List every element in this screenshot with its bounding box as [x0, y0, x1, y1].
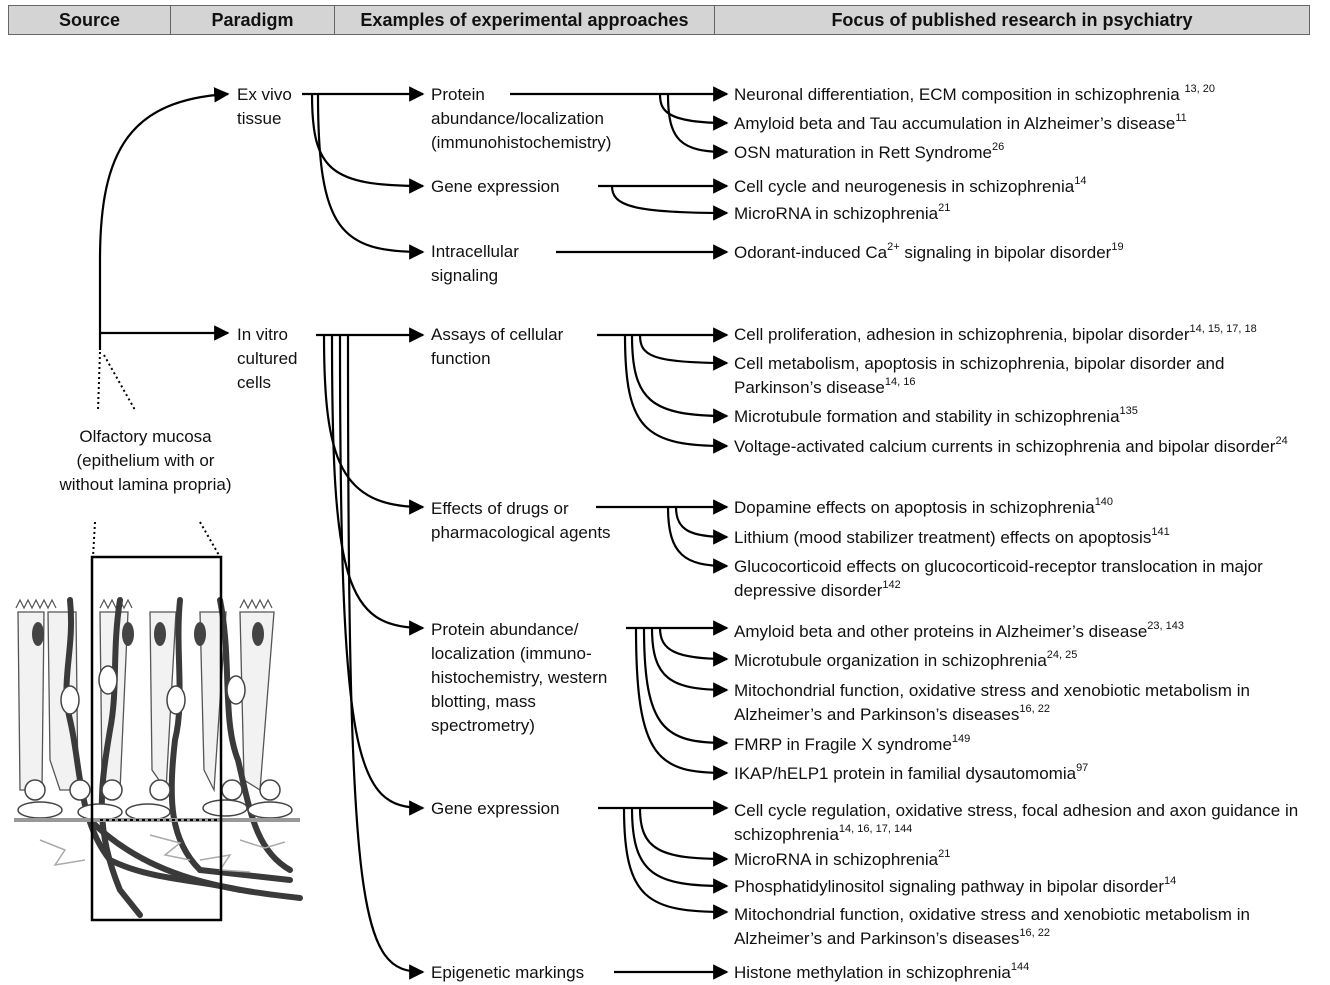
- focus-item: Neuronal differentiation, ECM compositio…: [734, 83, 1216, 104]
- focus-item: Dopamine effects on apoptosis in schizop…: [734, 496, 1114, 517]
- focus-item: IKAP/hELP1 protein in familial dysautomo…: [734, 762, 1089, 783]
- focus-item: MicroRNA in schizophrenia21: [734, 848, 951, 869]
- olfactory-epithelium-illustration: [14, 555, 303, 922]
- header-focus: Focus of published research in psychiatr…: [831, 9, 1193, 30]
- focus-item: Lithium (mood stabilizer treatment) effe…: [734, 526, 1170, 547]
- focus-item: Glucocorticoid effects on glucocorticoid…: [734, 557, 1263, 600]
- approach-ev-signaling: Intracellular signaling: [431, 242, 519, 285]
- focus-item: Cell metabolism, apoptosis in schizophre…: [734, 354, 1225, 397]
- focus-item: Mitochondrial function, oxidative stress…: [734, 905, 1250, 948]
- focus-item: FMRP in Fragile X syndrome149: [734, 733, 971, 754]
- paradigm-ex-vivo: Ex vivo tissue: [237, 85, 292, 128]
- approach-ev-protein: Protein abundance/localization (immunohi…: [431, 85, 612, 152]
- focus-item: Microtubule formation and stability in s…: [734, 405, 1138, 426]
- focus-item: Amyloid beta and other proteins in Alzhe…: [734, 620, 1184, 641]
- focus-item: OSN maturation in Rett Syndrome26: [734, 141, 1005, 162]
- focus-item: Microtubule organization in schizophreni…: [734, 649, 1078, 670]
- header-approaches: Examples of experimental approaches: [335, 6, 715, 34]
- approach-iv-gene: Gene expression: [431, 799, 560, 818]
- approach-iv-protein: Protein abundance/ localization (immuno-…: [431, 620, 608, 735]
- focus-item: Mitochondrial function, oxidative stress…: [734, 681, 1250, 724]
- focus-item: MicroRNA in schizophrenia21: [734, 202, 951, 223]
- approach-iv-assays: Assays of cellular function: [431, 325, 564, 368]
- header-source: Source: [9, 6, 171, 34]
- focus-item: Amyloid beta and Tau accumulation in Alz…: [734, 112, 1187, 133]
- focus-item: Odorant-induced Ca2+ signaling in bipola…: [734, 241, 1124, 262]
- focus-item: Histone methylation in schizophrenia144: [734, 961, 1030, 982]
- approach-ev-gene: Gene expression: [431, 177, 560, 196]
- approach-iv-drugs: Effects of drugs or pharmacological agen…: [431, 499, 611, 542]
- source-label: Olfactory mucosa (epithelium with or wit…: [59, 427, 232, 494]
- table-header: Source Paradigm Examples of experimental…: [8, 5, 1310, 35]
- paradigm-in-vitro: In vitro cultured cells: [237, 325, 298, 392]
- focus-item: Cell cycle and neurogenesis in schizophr…: [734, 175, 1087, 196]
- focus-item: Phosphatidylinositol signaling pathway i…: [734, 875, 1177, 896]
- focus-item: Voltage-activated calcium currents in sc…: [734, 435, 1288, 456]
- header-paradigm: Paradigm: [171, 6, 335, 34]
- focus-item: Cell cycle regulation, oxidative stress,…: [734, 801, 1299, 844]
- approach-iv-epigenetic: Epigenetic markings: [431, 963, 585, 982]
- focus-item: Cell proliferation, adhesion in schizoph…: [734, 323, 1257, 344]
